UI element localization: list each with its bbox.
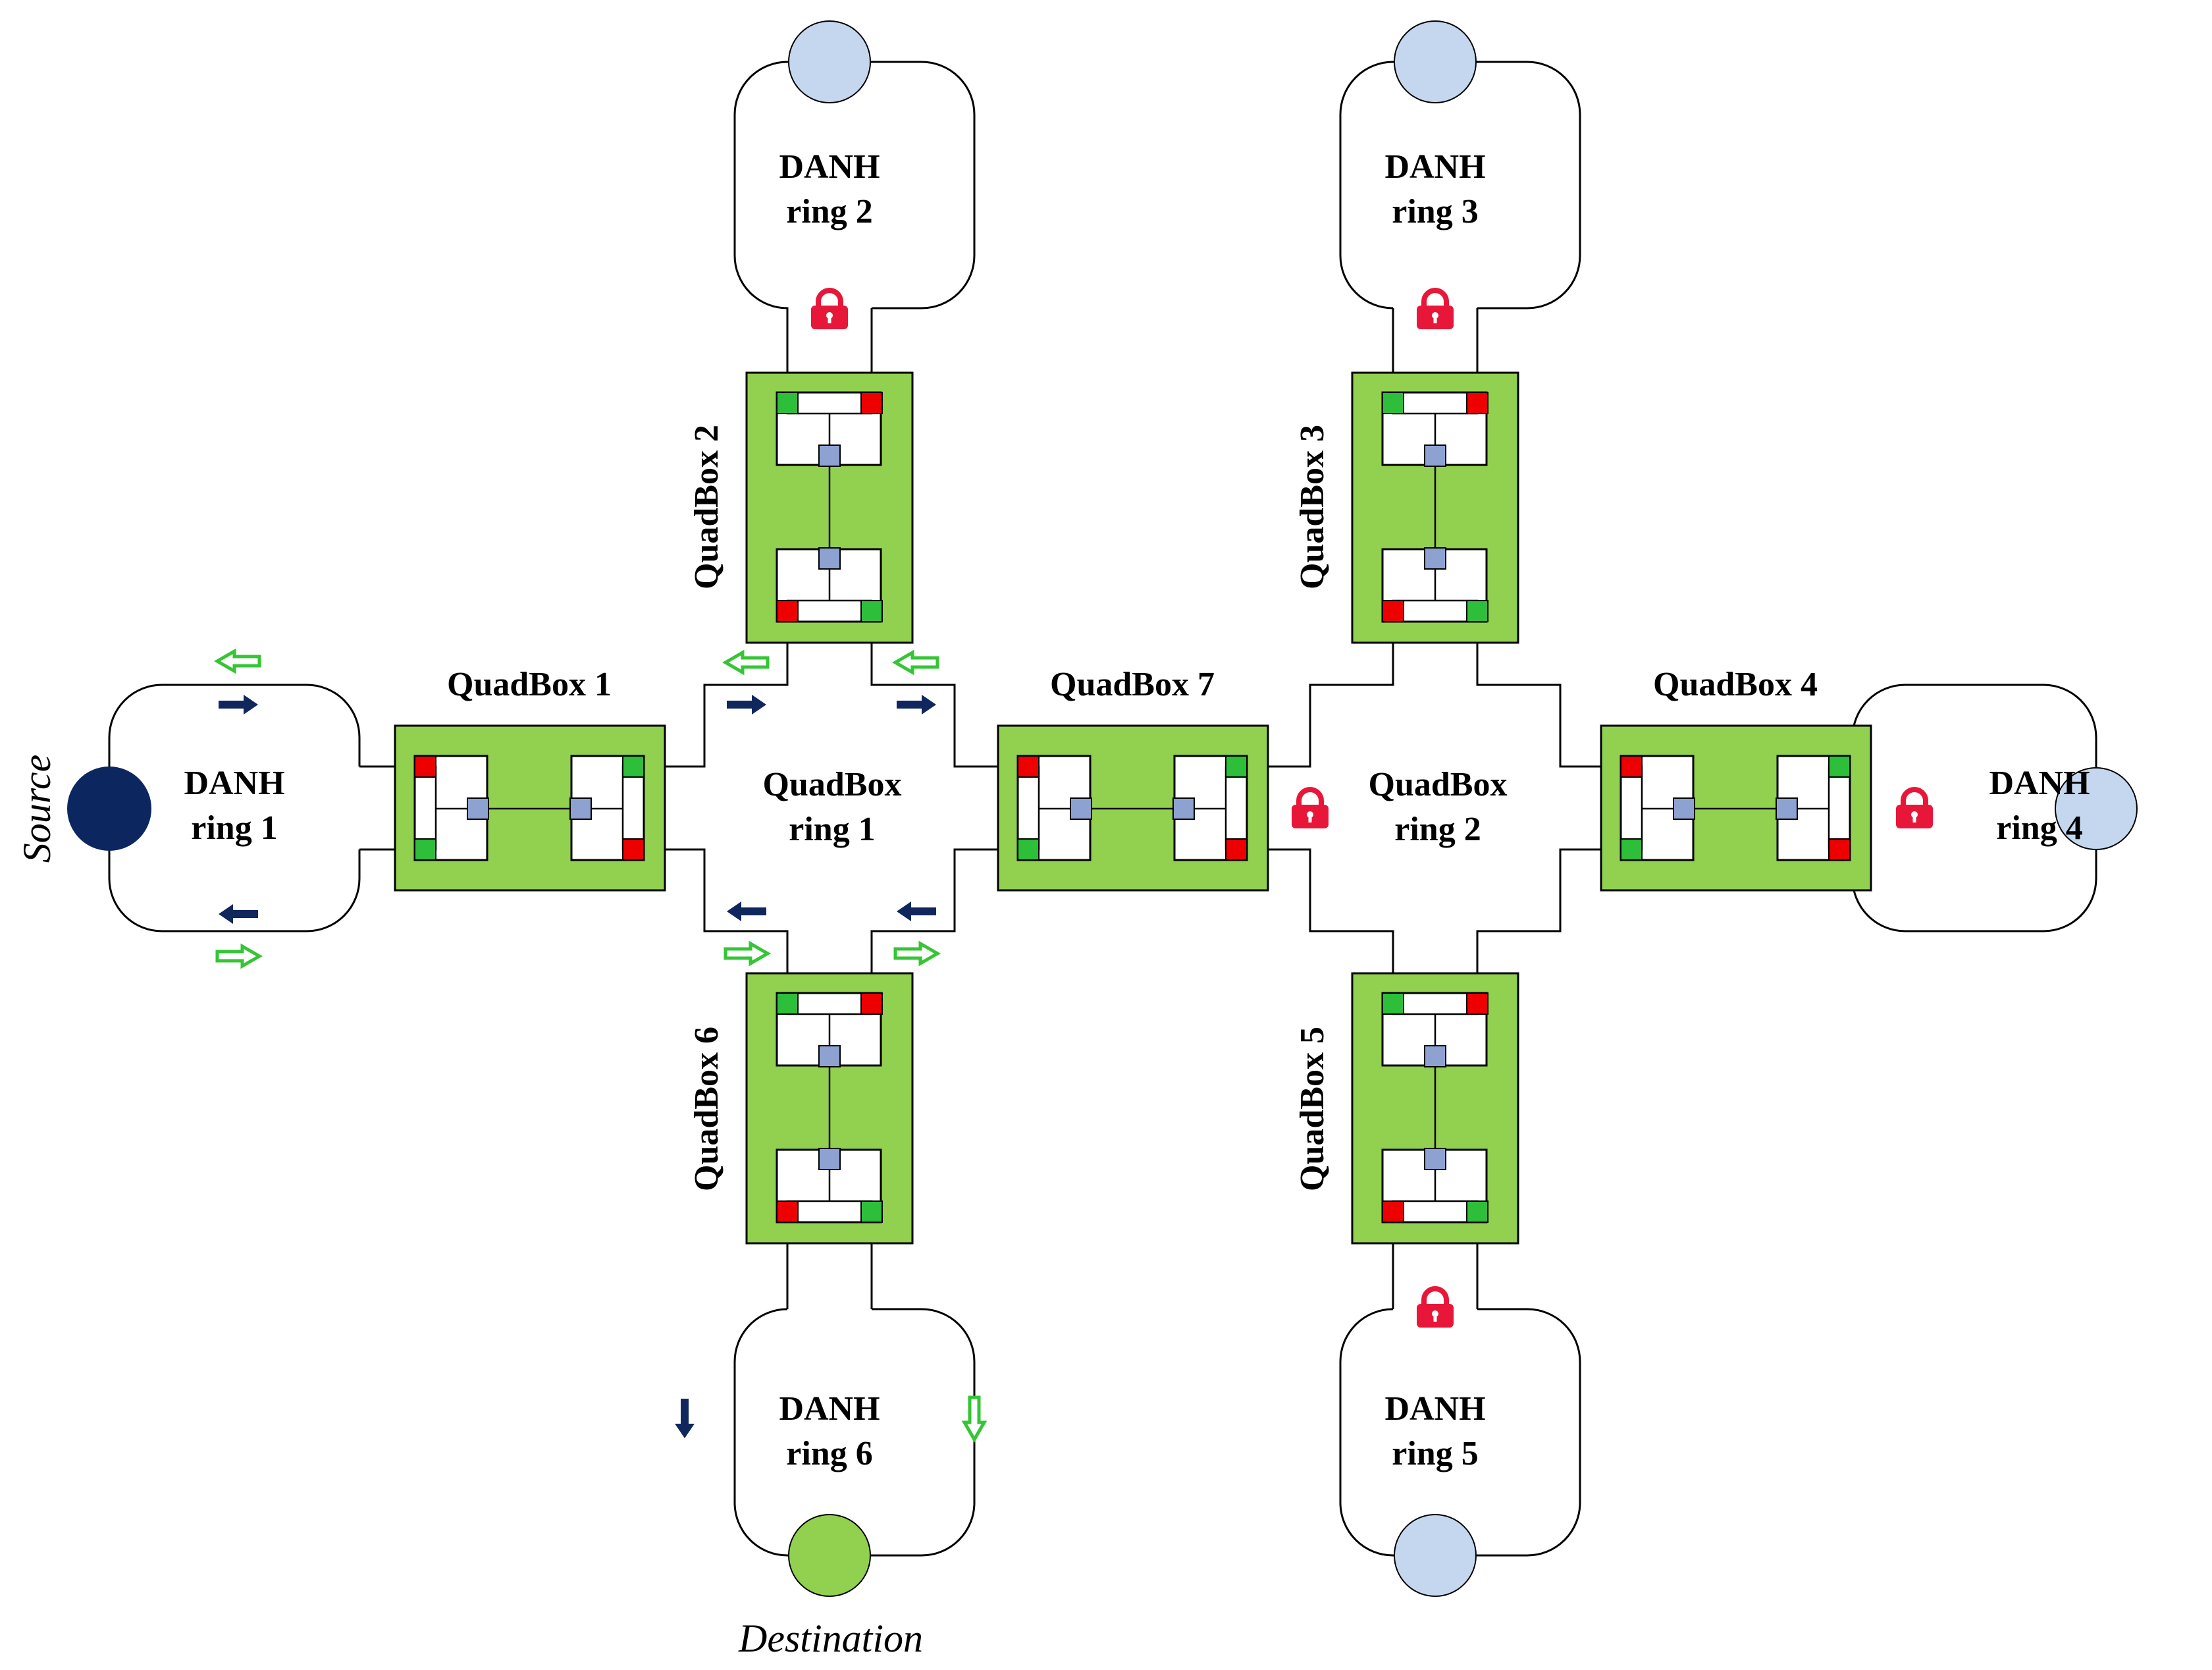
quadbox-1 [394,724,666,892]
danh-ring-2-title: DANH [779,148,880,186]
quadbox-4 [1600,724,1872,892]
ring-5-node [1394,1514,1477,1597]
ring-4-node [2055,767,2138,850]
arrow-hollow-icon [964,1397,984,1440]
arrow-filled-icon [897,902,936,921]
arrow-hollow-icon [217,946,259,966]
danh-ring-4-title: DANH [1989,765,2090,802]
arrow-filled-icon [219,695,258,714]
lock-icon [1896,790,1933,828]
arrow-hollow-icon [217,651,259,671]
source-label: Source [15,755,59,863]
quadbox-ring-1-loop [643,612,789,768]
danh-ring-5-subtitle: ring 5 [1392,1435,1478,1472]
quadbox-ring-1-title: QuadBox [763,766,902,803]
quadbox-3 [1351,371,1519,644]
arrow-hollow-icon [895,944,937,963]
danh-ring-4-subtitle: ring 4 [1996,809,2082,847]
danh-ring-1-title: DANH [184,765,284,802]
danh-ring-6-loop [733,1308,976,1557]
ring-3-node [1394,20,1477,103]
danh-ring-6-subtitle: ring 6 [786,1435,872,1472]
danh-ring-5-loop [1339,1308,1581,1557]
danh-ring-5-title: DANH [1384,1390,1485,1428]
arrow-filled-icon [219,904,258,924]
quadbox-2 [745,371,914,644]
quadbox-ring-2-title: QuadBox [1369,766,1508,803]
quadbox-7 [997,724,1269,892]
quadbox-5 [1351,972,1519,1245]
lock-icon [811,290,848,329]
danh-ring-3-subtitle: ring 3 [1392,193,1478,230]
lock-icon [1292,790,1329,828]
arrow-hollow-icon [725,944,768,963]
quadbox-6 [745,972,914,1245]
danh-ring-6-title: DANH [779,1390,880,1428]
quadbox-1-label: QuadBox 1 [447,666,612,703]
arrow-filled-icon [897,695,936,714]
danh-ring-1-subtitle: ring 1 [191,809,277,847]
source-node [67,767,151,851]
quadbox-ring-2-loop [1248,612,1394,768]
danh-ring-3-loop [1339,61,1581,310]
quadbox-ring-2-subtitle: ring 2 [1394,811,1481,848]
lock-icon [1417,1289,1454,1328]
quadbox-2-label: QuadBox 2 [688,425,725,589]
quadbox-3-label: QuadBox 3 [1294,425,1331,589]
lock-icon [1417,290,1454,329]
arrow-hollow-icon [895,653,937,672]
arrow-filled-icon [727,695,766,714]
danh-ring-2-subtitle: ring 2 [786,193,872,230]
quadbox-7-label: QuadBox 7 [1050,666,1215,703]
danh-ring-3-title: DANH [1384,148,1485,186]
arrow-hollow-icon [725,653,768,672]
destination-node [788,1514,871,1597]
arrow-filled-icon [727,902,766,921]
quadbox-ring-1-subtitle: ring 1 [789,811,875,848]
quadbox-4-label: QuadBox 4 [1653,666,1818,703]
ring-2-node [788,20,871,103]
quadbox-6-label: QuadBox 6 [688,1027,725,1191]
quadbox-5-label: QuadBox 5 [1294,1027,1331,1191]
destination-label: Destination [738,1617,923,1660]
arrow-filled-icon [675,1399,695,1438]
danh-ring-2-loop [733,61,976,310]
